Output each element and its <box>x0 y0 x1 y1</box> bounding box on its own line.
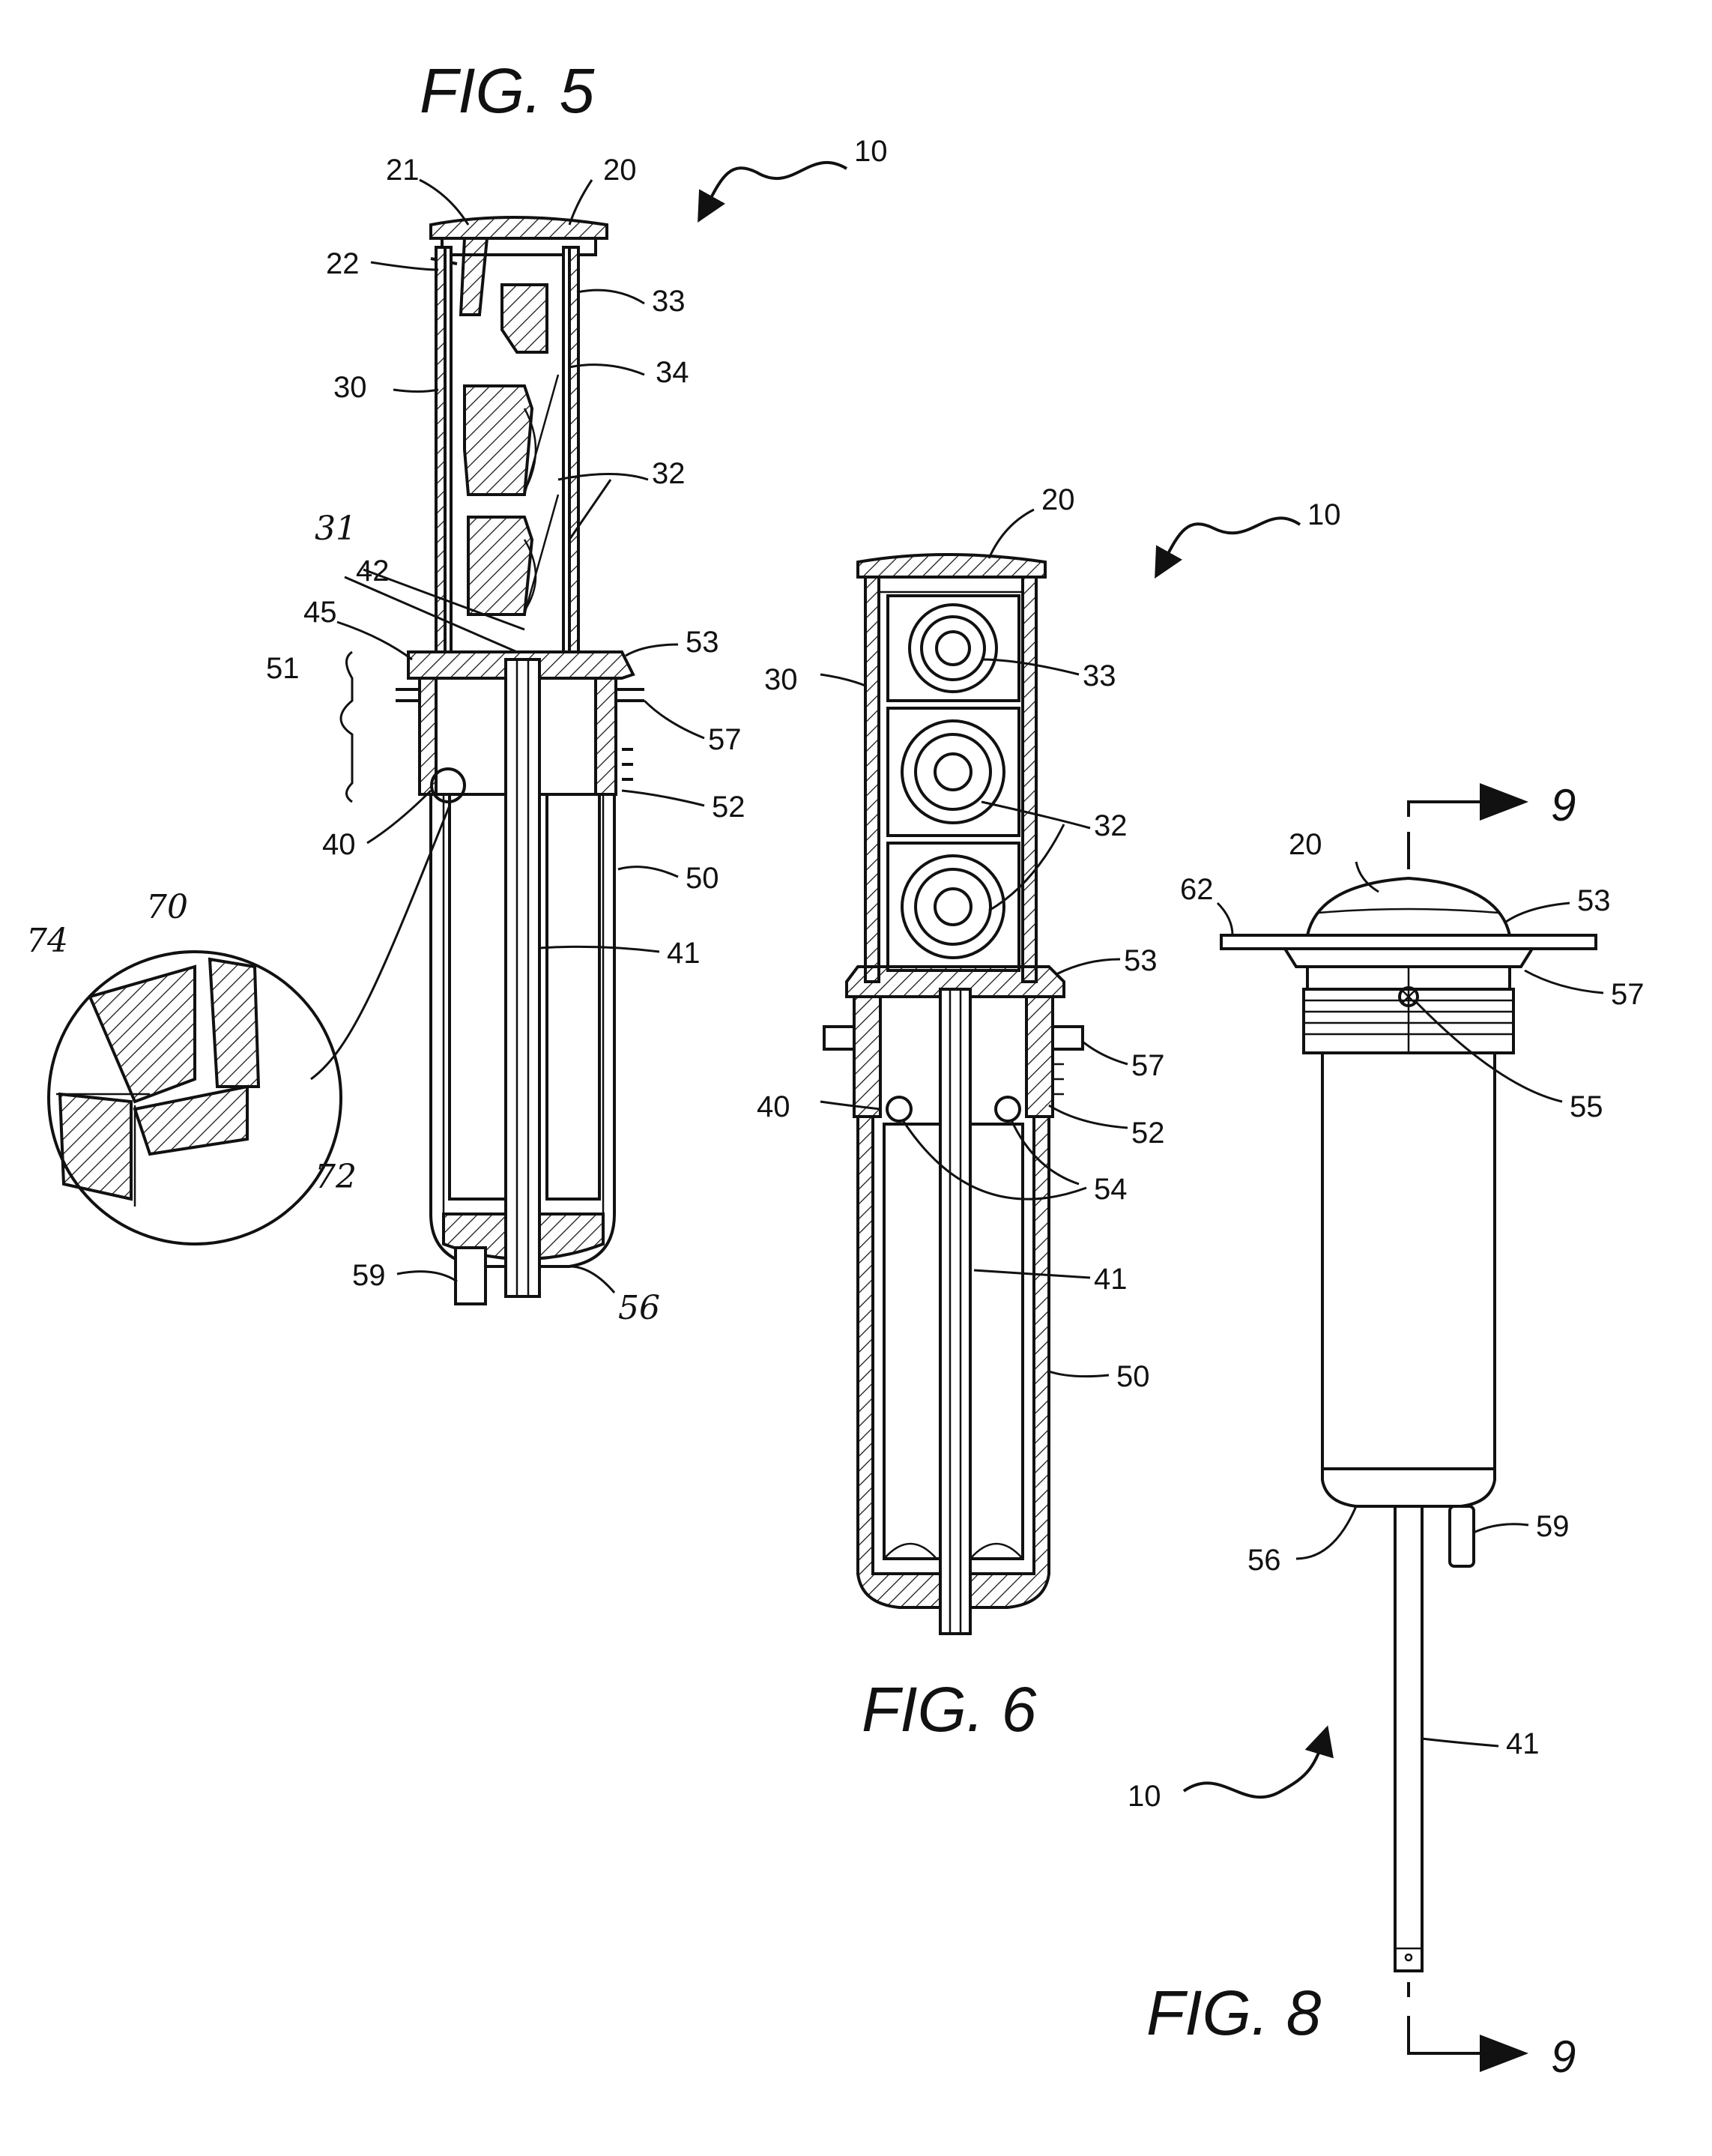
fig5-label-21: 21 <box>386 154 420 187</box>
figure-5: FIG. 5 <box>26 55 888 1327</box>
fig5-label-72: 72 <box>315 1158 357 1196</box>
fig5-label-42: 42 <box>356 555 390 588</box>
fig6-label-33: 33 <box>1083 659 1116 692</box>
fig6-cap <box>858 555 1045 577</box>
fig5-arrow-icon <box>701 163 847 217</box>
fig5-label-70: 70 <box>146 888 188 926</box>
fig6-label-50: 50 <box>1116 1360 1150 1393</box>
fig5-label-10: 10 <box>854 135 888 168</box>
fig5-detail-view <box>49 806 450 1244</box>
fig8-flange <box>1221 878 1596 967</box>
fig6-label-10: 10 <box>1307 498 1341 531</box>
figure-8: FIG. 8 9 <box>1128 780 1645 2082</box>
fig8-label-10: 10 <box>1128 1780 1161 1813</box>
fig8-section-label-top: 9 <box>1551 780 1576 830</box>
fig8-section-arrow-bottom-icon: 9 <box>1409 1982 1576 2082</box>
fig8-arrow-icon <box>1184 1731 1326 1797</box>
fig6-label-57: 57 <box>1131 1049 1165 1082</box>
fig5-label-31: 31 <box>315 510 357 548</box>
fig8-collar <box>1304 967 1513 1053</box>
fig5-conduit <box>506 659 539 1296</box>
fig5-label-45: 45 <box>303 596 337 629</box>
fig8-label-53: 53 <box>1577 884 1611 917</box>
fig8-conduit <box>1395 1506 1422 1971</box>
fig8-drain <box>1450 1506 1474 1566</box>
fig5-label-32: 32 <box>652 457 686 490</box>
fig6-arrow-icon <box>1158 518 1300 573</box>
fig5-label-50: 50 <box>686 862 719 895</box>
fig5-label-57: 57 <box>708 723 742 756</box>
fig5-label-59: 59 <box>352 1259 386 1292</box>
fig5-label-20: 20 <box>603 154 637 187</box>
fig5-label-52: 52 <box>712 791 745 824</box>
fig8-title: FIG. 8 <box>1146 1978 1322 2048</box>
fig6-label-41: 41 <box>1094 1263 1128 1296</box>
fig5-cap <box>431 217 607 255</box>
fig5-label-22: 22 <box>326 247 360 280</box>
fig5-title: FIG. 5 <box>420 55 595 126</box>
fig6-label-32: 32 <box>1094 809 1128 842</box>
fig5-receptacles <box>465 285 558 615</box>
fig6-label-40: 40 <box>757 1090 790 1123</box>
fig6-label-30: 30 <box>764 663 798 696</box>
fig8-label-55: 55 <box>1570 1090 1603 1123</box>
fig6-label-53: 53 <box>1124 944 1158 977</box>
fig8-label-57: 57 <box>1611 978 1645 1011</box>
fig8-section-label-bottom: 9 <box>1551 2032 1576 2082</box>
fig5-label-33: 33 <box>652 285 686 318</box>
fig6-title: FIG. 6 <box>862 1674 1037 1745</box>
fig5-label-34: 34 <box>656 356 689 389</box>
fig5-label-41: 41 <box>667 937 701 970</box>
fig5-label-30: 30 <box>333 371 367 404</box>
fig8-label-56: 56 <box>1247 1544 1281 1577</box>
fig6-conduit <box>940 989 970 1634</box>
fig8-label-59: 59 <box>1536 1510 1570 1543</box>
fig8-label-41: 41 <box>1506 1727 1540 1760</box>
fig8-label-62: 62 <box>1180 873 1214 906</box>
fig5-label-56: 56 <box>618 1289 660 1327</box>
fig5-label-51: 51 <box>266 652 300 685</box>
fig5-drain <box>456 1248 486 1304</box>
fig6-label-54: 54 <box>1094 1173 1128 1206</box>
fig5-label-40: 40 <box>322 828 356 861</box>
fig5-label-53: 53 <box>686 626 719 659</box>
fig6-receptacles <box>888 596 1019 970</box>
fig6-label-20: 20 <box>1041 483 1075 516</box>
fig8-label-20: 20 <box>1289 828 1322 861</box>
fig6-label-52: 52 <box>1131 1117 1165 1150</box>
fig5-label-74: 74 <box>26 922 68 960</box>
fig8-canister <box>1322 1053 1495 1506</box>
